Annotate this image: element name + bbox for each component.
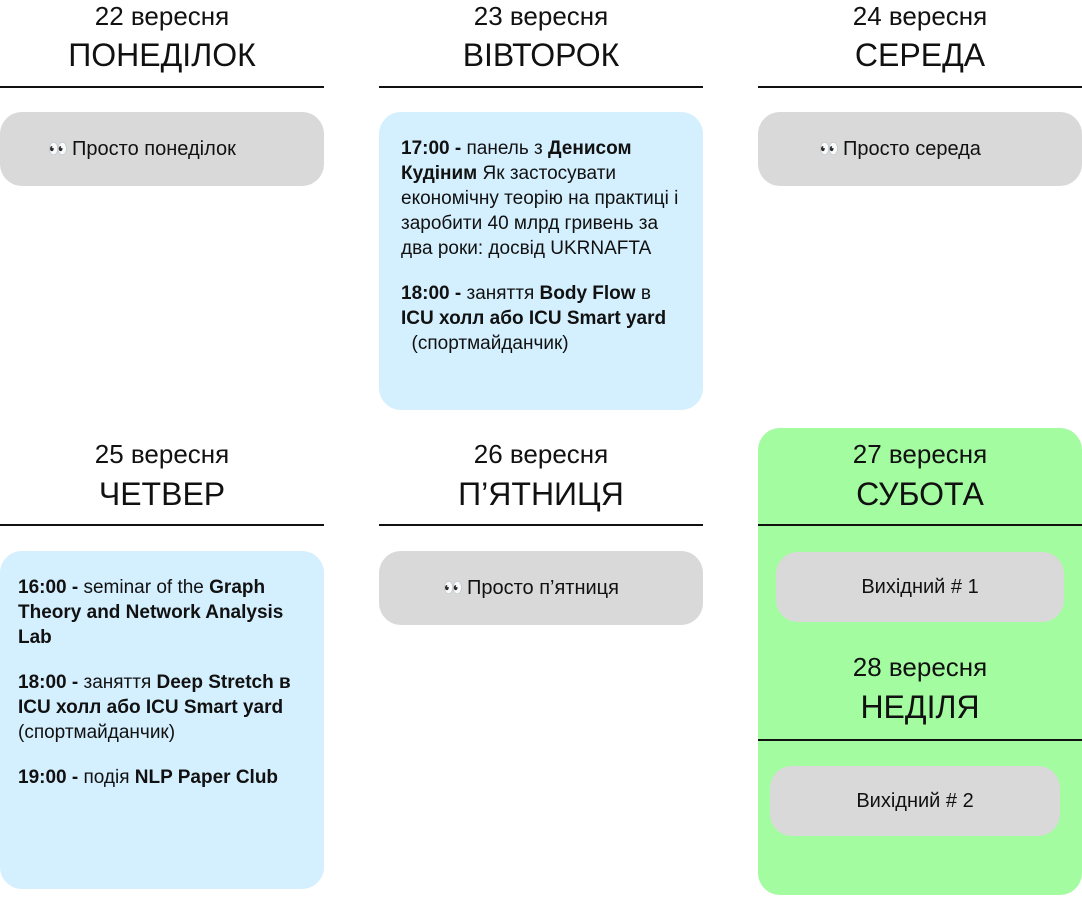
tuesday-events-card: 17:00 - панель з Денисом Кудіним Як заст… (379, 112, 703, 410)
divider (758, 524, 1082, 526)
day-label: ПОНЕДІЛОК (68, 37, 256, 73)
eyes-icon: 👀 (443, 580, 463, 597)
note: Просто середа (842, 137, 981, 160)
event-title: Body Flow (539, 283, 636, 304)
event-time: 17:00 - (401, 138, 462, 159)
day-label: СЕРЕДА (854, 37, 986, 73)
date-label: 22 вересня (94, 1, 230, 31)
event-location: ICU холл або ICU Smart yard (401, 308, 667, 329)
divider (379, 86, 703, 88)
monday-card: 👀Просто понеділок (0, 112, 324, 186)
event-time: 18:00 - (18, 672, 79, 693)
day-label: ВІВТОРОК (462, 37, 620, 73)
event-text: в (635, 283, 651, 304)
event-text: панель з (461, 138, 549, 159)
event-time: 16:00 - (18, 577, 79, 598)
event-text: (спортмайданчик) (401, 333, 569, 354)
event: 16:00 - seminar of the Graph Theory and … (18, 575, 306, 650)
event: 19:00 - подія NLP Paper Club (18, 765, 306, 790)
event-title: Як застосувати економічну теорію на прак… (401, 163, 679, 259)
date-label: 26 вересня (473, 439, 609, 469)
day-label: НЕДІЛЯ (860, 689, 980, 725)
friday-card: 👀Просто п’ятниця (379, 551, 703, 625)
event-title: Deep Stretch в ICU холл або ICU Smart ya… (18, 672, 291, 718)
event-time: 19:00 - (18, 767, 79, 788)
event-title: Graph Theory and Network Analysis Lab (18, 577, 284, 648)
event-text: seminar of the (78, 577, 210, 598)
event-text: подія (78, 767, 135, 788)
eyes-icon: 👀 (48, 141, 69, 158)
day-label: СУБОТА (856, 476, 984, 512)
eyes-icon: 👀 (819, 141, 839, 158)
divider (0, 524, 324, 526)
date-label: 25 вересня (94, 439, 230, 469)
event-time: 18:00 - (401, 283, 462, 304)
event: 18:00 - заняття Body Flow в ICU холл або… (401, 281, 685, 356)
date-label: 23 вересня (473, 1, 609, 31)
event-text: заняття (78, 672, 157, 693)
note: Просто понеділок (72, 137, 236, 160)
event: 17:00 - панель з Денисом Кудіним Як заст… (401, 136, 685, 261)
thursday-events-card: 16:00 - seminar of the Graph Theory and … (0, 551, 324, 889)
date-label: 24 вересня (852, 1, 988, 31)
divider (758, 86, 1082, 88)
divider (379, 524, 703, 526)
event-text: заняття (461, 283, 540, 304)
wednesday-card: 👀Просто середа (758, 112, 1082, 186)
event-speaker: Денисом Кудіним (401, 138, 632, 184)
sunday-card: Вихідний # 2 (770, 766, 1060, 836)
day-label: П’ЯТНИЦЯ (458, 476, 624, 512)
date-label: 27 вересня (852, 439, 988, 469)
date-label: 28 вересня (852, 652, 988, 682)
event-text: (спортмайданчик) (18, 722, 176, 743)
divider (0, 86, 324, 88)
note: Просто п’ятниця (466, 576, 619, 599)
event: 18:00 - заняття Deep Stretch в ICU холл … (18, 670, 306, 745)
note: Вихідний # 2 (856, 789, 974, 812)
divider (758, 739, 1082, 741)
saturday-card: Вихідний # 1 (776, 552, 1064, 622)
note: Вихідний # 1 (861, 575, 979, 598)
event-title: NLP Paper Club (134, 767, 279, 788)
day-label: ЧЕТВЕР (98, 476, 226, 512)
